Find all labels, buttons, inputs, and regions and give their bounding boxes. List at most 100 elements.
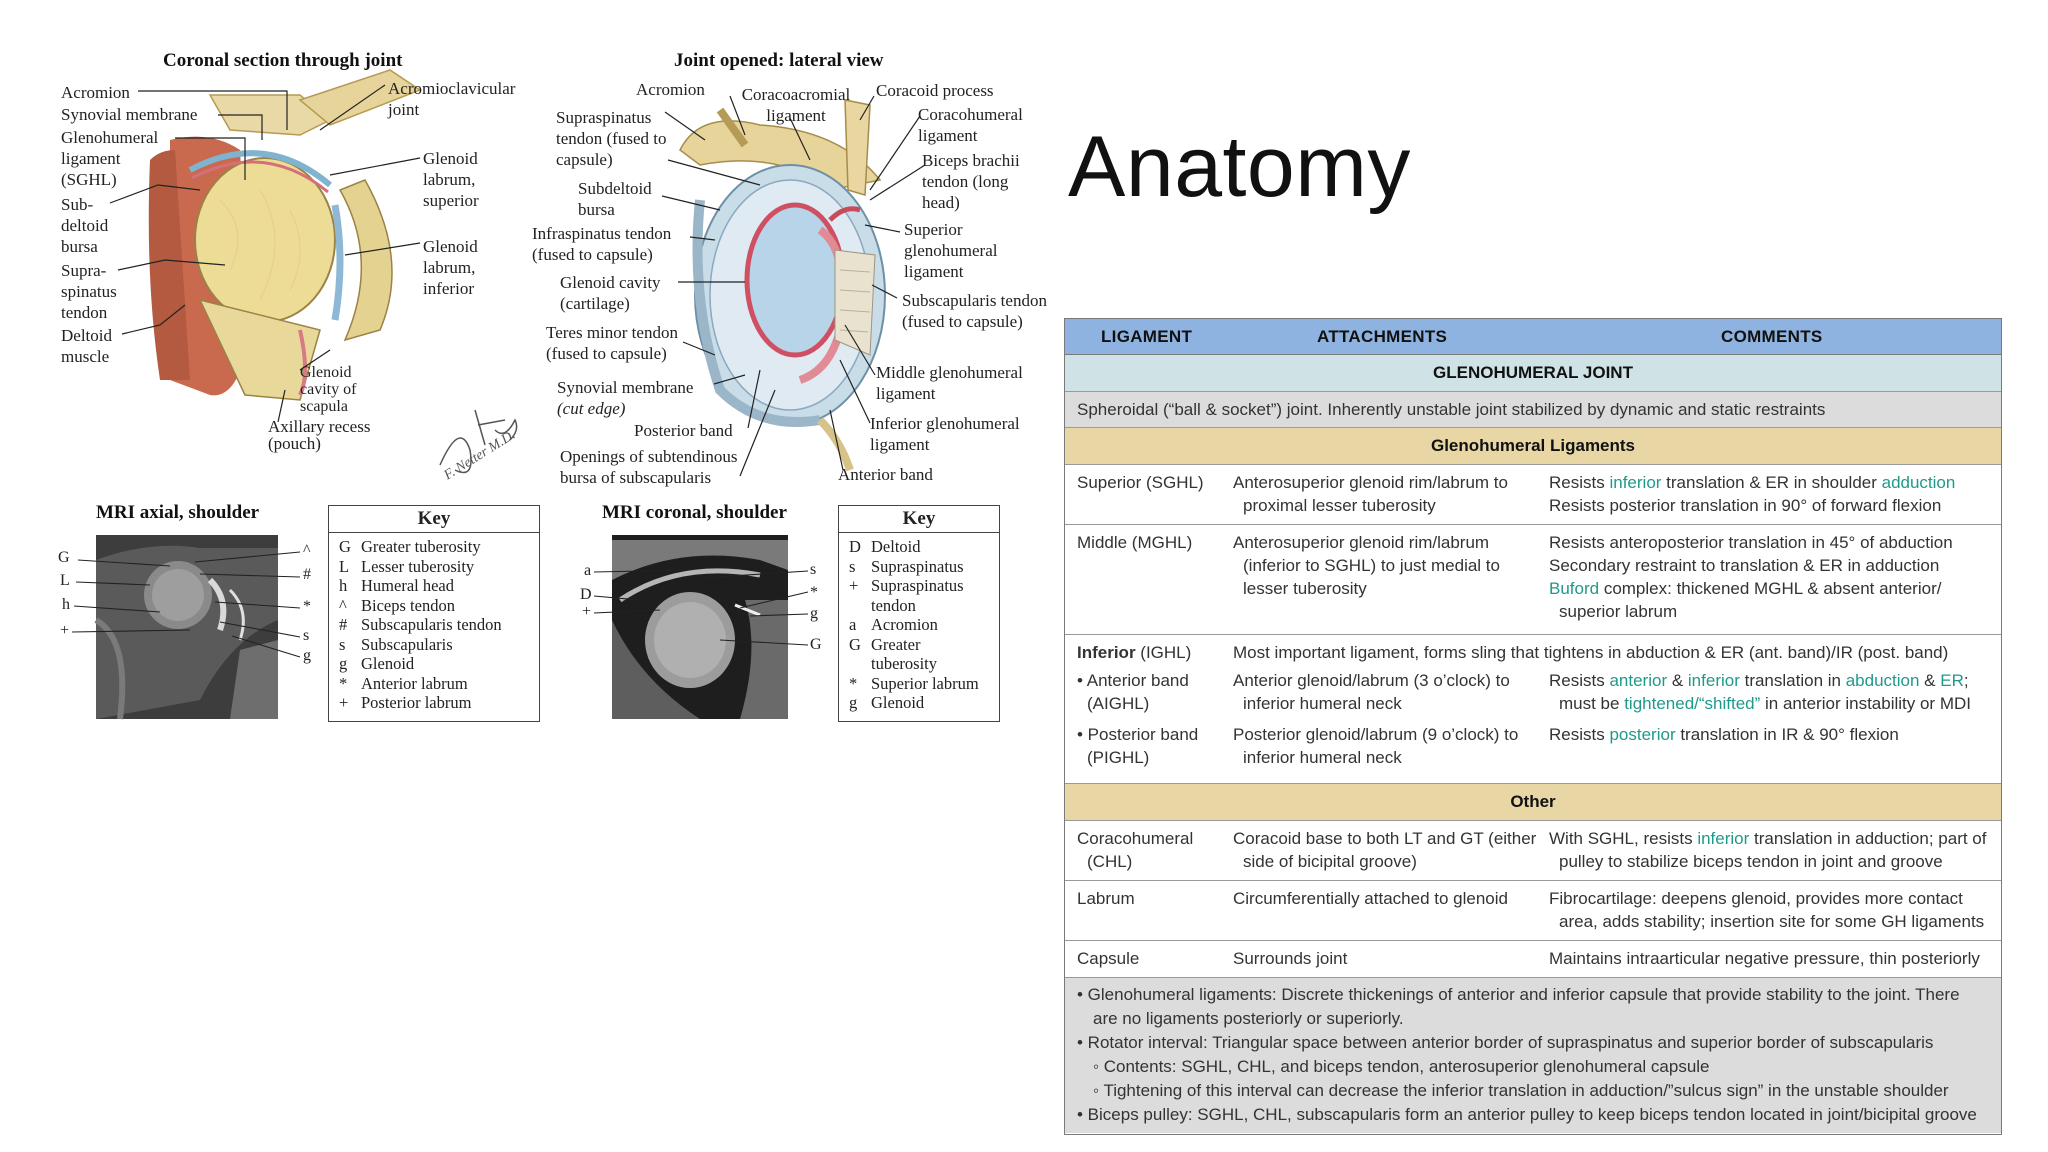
table-row: Capsule Surrounds joint Maintains intraa…: [1065, 941, 2001, 978]
chl-name: Coracohumeral (CHL): [1077, 829, 1194, 871]
lateral-label-infraspinatus: Infraspinatus tendon (fused to capsule): [532, 224, 672, 264]
note-contents: ◦ Contents: SGHL, CHL, and biceps tendon…: [1093, 1057, 1710, 1076]
mri-axial-mark-plus: +: [60, 622, 70, 639]
slide-title: Anatomy: [1068, 119, 1411, 215]
netter-signature: [439, 409, 518, 474]
header-comments: COMMENTS: [1721, 327, 1823, 346]
table-row: Coracohumeral (CHL) Coracoid base to bot…: [1065, 821, 2001, 881]
mri-coronal-mark-g: g: [810, 605, 818, 622]
mri-coronal-key-title: Key: [839, 506, 999, 533]
posterior-band-comment: Resists posterior translation in IR & 90…: [1549, 725, 1899, 744]
coronal-label-subdeltoid: Sub-deltoid bursa: [61, 195, 109, 256]
labrum-attach: Circumferentially attached to glenoid: [1233, 889, 1508, 908]
mri-coronal-mark-plus: +: [582, 603, 592, 620]
lateral-label-biceps: Biceps brachii tendon (long head): [922, 151, 1020, 212]
middle-attach: Anterosuperior glenoid rim/labrum (infer…: [1233, 533, 1500, 598]
labrum-comment: Fibrocartilage: deepens glenoid, provide…: [1549, 889, 1985, 931]
superior-comment: Resists inferior translation & ER in sho…: [1549, 473, 1956, 515]
table-row: Superior (SGHL) Anterosuperior glenoid r…: [1065, 465, 2001, 525]
lateral-label-anterior-band: Anterior band: [838, 465, 933, 484]
mri-axial-mark-hash: #: [303, 566, 311, 583]
mri-coronal-mark-D: D: [580, 586, 592, 603]
mri-axial-leader-lines: [71, 551, 301, 658]
lateral-label-acromion: Acromion: [636, 80, 705, 99]
mri-coronal-mark-G: G: [810, 636, 822, 653]
coronal-leader-lines: [109, 84, 421, 423]
key-row: tendon: [871, 595, 916, 615]
lateral-label-sup-gh: Superior glenohumeral ligament: [904, 220, 998, 281]
labrum-name: Labrum: [1077, 889, 1135, 908]
coronal-label-gh-ligament: Glenohumeral ligament (SGHL): [61, 128, 159, 189]
posterior-band-name: • Posterior band (PIGHL): [1077, 725, 1199, 767]
anterior-band-name: • Anterior band (AIGHL): [1077, 671, 1189, 713]
key-row: +Posterior labrum: [339, 693, 472, 712]
middle-comment: Resists anteroposterior translation in 4…: [1549, 533, 1953, 621]
table-row: Spheroidal (“ball & socket”) joint. Inhe…: [1065, 392, 2001, 428]
note-gh-ligaments: • Glenohumeral ligaments: Discrete thick…: [1077, 985, 1960, 1028]
key-row: *Anterior labrum: [339, 673, 468, 693]
superior-name: Superior (SGHL): [1077, 473, 1204, 492]
anatomy-illustrations: [71, 69, 926, 720]
coronal-label-labrum-inferior: Glenoid labrum, inferior: [423, 237, 478, 298]
anterior-band-comment: Resists anterior & inferior translation …: [1549, 671, 1971, 713]
lateral-label-cut-edge: (cut edge): [557, 399, 626, 418]
key-row: tuberosity: [871, 654, 937, 673]
mri-coronal-image: [612, 535, 788, 719]
capsule-comment: Maintains intraarticular negative pressu…: [1549, 949, 1980, 968]
mri-axial-mark-star: *: [303, 598, 311, 615]
coronal-label-ac-joint: Acromioclavicular joint: [388, 79, 516, 119]
header-attachments: ATTACHMENTS: [1317, 327, 1448, 346]
lateral-label-mid-gh: Middle glenohumeral ligament: [876, 363, 1023, 403]
lateral-illustration: [679, 99, 886, 472]
capsule-name: Capsule: [1077, 949, 1140, 968]
mri-axial-mark-h: h: [62, 596, 70, 613]
mri-coronal-mark-star: *: [810, 584, 818, 601]
section-gh-joint: GLENOHUMERAL JOINT: [1065, 355, 2001, 392]
lateral-label-subdeltoid: Subdeltoid bursa: [578, 179, 652, 219]
lateral-label-subscapularis: Subscapularis tendon (fused to capsule): [902, 291, 1047, 331]
lateral-label-inf-gh: Inferior glenohumeral ligament: [870, 414, 1020, 454]
coronal-illustration: [148, 69, 422, 401]
lateral-label-posterior-band: Posterior band: [634, 421, 733, 440]
lateral-label-synovial: Synovial membrane: [557, 378, 694, 397]
mri-coronal-title: MRI coronal, shoulder: [602, 502, 787, 523]
table-row: Labrum Circumferentially attached to gle…: [1065, 881, 2001, 941]
section-gh-ligaments: Glenohumeral Ligaments: [1065, 428, 2001, 465]
middle-name: Middle (MGHL): [1077, 533, 1193, 552]
table-header-row: LIGAMENT ATTACHMENTS COMMENTS: [1065, 319, 2001, 355]
section-other: Other: [1065, 784, 2001, 821]
coronal-label-labrum-superior: Glenoid labrum, superior: [423, 149, 479, 210]
table-notes: • Glenohumeral ligaments: Discrete thick…: [1065, 978, 2001, 1133]
coronal-label-synovial: Synovial membrane: [61, 105, 198, 124]
lateral-leader-lines: [661, 95, 926, 477]
table-row: Inferior (IGHL) Most important ligament,…: [1065, 635, 2001, 784]
note-tightening: ◦ Tightening of this interval can decrea…: [1093, 1081, 1949, 1100]
lateral-title: Joint opened: lateral view: [674, 50, 884, 71]
note-rotator-interval: • Rotator interval: Triangular space bet…: [1077, 1033, 1934, 1052]
inferior-desc: Most important ligament, forms sling tha…: [1233, 643, 1949, 662]
coronal-label-deltoid: Deltoid muscle: [61, 326, 112, 366]
mri-axial-key-title: Key: [329, 506, 539, 533]
ligament-table: LIGAMENT ATTACHMENTS COMMENTS GLENOHUMER…: [1064, 318, 2002, 1135]
superior-attach: Anterosuperior glenoid rim/labrum to pro…: [1233, 473, 1508, 515]
key-row: *Superior labrum: [849, 673, 979, 693]
posterior-band-attach: Posterior glenoid/labrum (9 o’clock) to …: [1233, 725, 1519, 767]
mri-axial-mark-g: g: [303, 647, 311, 664]
key-row: ^Biceps tendon: [339, 595, 455, 615]
mri-axial-mark-G: G: [58, 549, 70, 566]
coronal-label-glenoid-cavity: Glenoid cavity of scapula: [300, 364, 357, 415]
lateral-label-glenoid-cavity: Glenoid cavity (cartilage): [560, 273, 661, 313]
table-row: Middle (MGHL) Anterosuperior glenoid rim…: [1065, 525, 2001, 635]
lateral-label-coracoid: Coracoid process: [876, 81, 994, 100]
chl-attach: Coracoid base to both LT and GT (either …: [1233, 829, 1537, 871]
lateral-label-coracohumeral: Coracohumeral ligament: [918, 105, 1023, 145]
